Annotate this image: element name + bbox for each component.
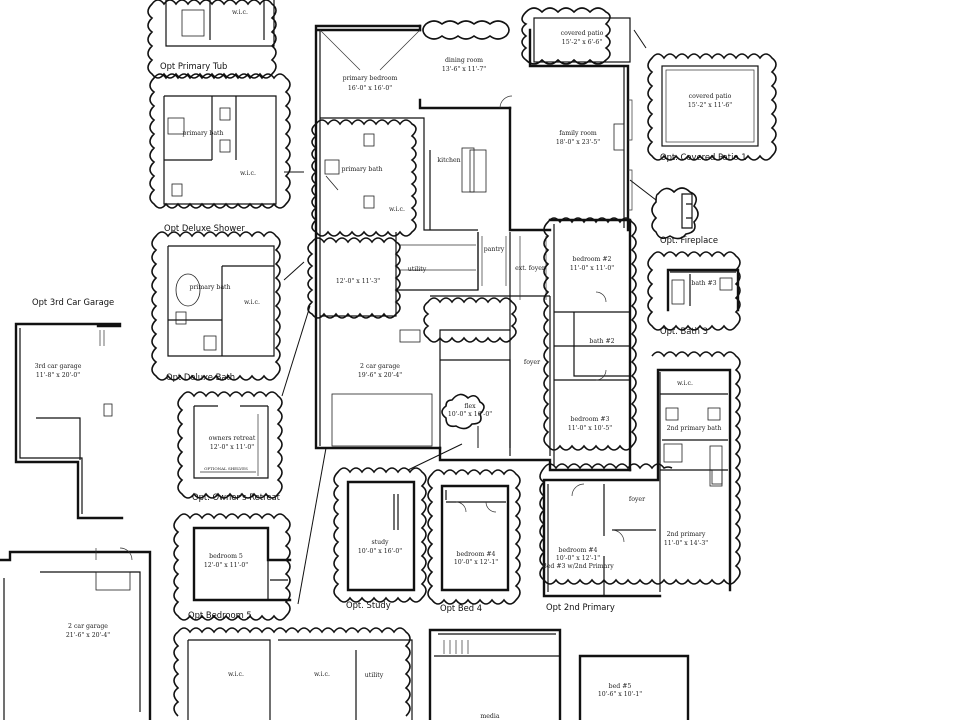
primary-bath-label: primary bath (342, 166, 383, 173)
bedroom4-opt-size: 10'-0" x 12'-1" (454, 559, 498, 566)
foyer-opt-label: foyer (629, 496, 645, 503)
wic-shower-label: w.i.c. (240, 170, 256, 177)
opt-deluxe-shower: primary bath w.i.c. (149, 73, 291, 209)
bedroom3-label: bedroom #3 (571, 416, 610, 423)
bedroom2-label: bedroom #2 (573, 256, 612, 263)
owners-retreat-size: 12'-0" x 11'-0" (210, 444, 254, 451)
wic-deluxe-label: w.i.c. (244, 299, 260, 306)
opt-primary-tub: w.i.c. (147, 0, 277, 79)
opt-bedroom5-label: Opt Bedroom 5 (188, 610, 252, 620)
bath3-label: bath #3 (691, 280, 716, 287)
second-primary-size: 11'-0" x 14'-3" (664, 540, 708, 547)
two-car-garage-alt-size: 21'-6" x 20'-4" (66, 632, 110, 639)
bedroom3-size: 11'-0" x 10'-5" (568, 425, 612, 432)
primary-bedroom-label: primary bedroom (343, 75, 398, 82)
flex-label: flex (464, 403, 476, 410)
opt-study: study 10'-0" x 16'-0" (333, 467, 427, 603)
dining-room-label: dining room (445, 57, 483, 64)
alt-two-car-garage: 2 car garage 21'-6" x 20'-4" (0, 547, 152, 720)
optional-shelves-label: OPTIONAL SHELVES (204, 466, 248, 471)
pantry-label: pantry (484, 246, 505, 253)
opt-owners-retreat-label: Opt. Owner's Retreat (192, 492, 281, 502)
wic-bottom1-label: w.i.c. (228, 671, 244, 678)
second-primary-label: 2nd primary (667, 531, 706, 538)
bath2-label: bath #2 (589, 338, 614, 345)
opt-owners-retreat: owners retreat 12'-0" x 11'-0" OPTIONAL … (177, 391, 283, 499)
family-room-label: family room (559, 130, 597, 137)
opt-fireplace (651, 187, 699, 240)
wic-bottom2-label: w.i.c. (314, 671, 330, 678)
second-primary-bath-label: 2nd primary bath (667, 425, 722, 432)
third-car-garage-size: 11'-8" x 20'-0" (36, 372, 80, 379)
wic-label: w.i.c. (389, 206, 405, 213)
main-house (314, 24, 633, 472)
covered-patio-main-size: 15'-2" x 6'-6" (562, 39, 603, 46)
opt-covered-patio1-label: Opt. Covered Patio 1 (660, 152, 747, 162)
retreat-size-label: 12'-0" x 11'-3" (336, 278, 380, 285)
opt-primary-tub-label: Opt Primary Tub (160, 61, 227, 71)
primary-bedroom-size: 16'-0" x 16'-0" (348, 85, 392, 92)
two-car-garage-label: 2 car garage (360, 363, 400, 370)
wic-label-tub: w.i.c. (232, 9, 248, 16)
opt-second-primary-label: Opt 2nd Primary (546, 602, 615, 612)
opt-second-primary: w.i.c. 2nd primary bath foyer bedroom #4… (539, 351, 741, 598)
third-car-garage-label: 3rd car garage (35, 363, 82, 370)
two-car-garage-size: 19'-6" x 20'-4" (358, 372, 402, 379)
covered-patio-main (533, 17, 631, 63)
opt-study-label: Opt. Study (346, 600, 391, 610)
kitchen-label: kitchen (437, 157, 460, 164)
foyer-label: foyer (524, 359, 540, 366)
opt-bath3: bath #3 (647, 251, 741, 331)
opt-third-car-garage: 3rd car garage 11'-8" x 20'-0" (14, 322, 124, 520)
opt-bath3-label: Opt. Bath 3 (660, 326, 708, 336)
bedroom4-opt-label: bedroom #4 (457, 551, 496, 558)
ext-foyer-label: ext. foyer (515, 265, 545, 272)
bedroom4-2nd-note: Bed #3 w/2nd Primary (542, 563, 614, 570)
family-room-size: 18'-0" x 23'-5" (556, 139, 600, 146)
bedroom4-2nd-label: bedroom #4 (559, 547, 598, 554)
primary-bath-shower-label: primary bath (183, 130, 224, 137)
opt-bed4: bedroom #4 10'-0" x 12'-1" (427, 469, 521, 605)
opt-deluxe-bath: primary bath w.i.c. (151, 231, 281, 381)
opt-bedroom5: bedroom 5 12'-0" x 11'-0" (173, 513, 292, 621)
covered-patio-opt-size: 15'-2" x 11'-6" (688, 102, 732, 109)
bottom-partial-plans: w.i.c. w.i.c. utility media bed #5 10'-6… (173, 627, 690, 720)
owners-retreat-label: owners retreat (209, 435, 256, 442)
study-size: 10'-0" x 16'-0" (358, 548, 402, 555)
covered-patio-opt-label: covered patio (689, 93, 732, 100)
bed5-label: bed #5 (609, 683, 632, 690)
opt-third-car-garage-label: Opt 3rd Car Garage (32, 297, 114, 307)
two-car-garage-alt-label: 2 car garage (68, 623, 108, 630)
bedroom4-2nd-size: 10'-0" x 12'-1" (556, 555, 600, 562)
media-label: media (480, 713, 499, 720)
option-clouds (307, 7, 637, 471)
flex-size: 10'-0" x 16'-0" (448, 411, 492, 418)
bedroom5-label: bedroom 5 (209, 553, 243, 560)
opt-deluxe-shower-label: Opt Deluxe Shower (164, 223, 245, 233)
opt-bed4-label: Opt Bed 4 (440, 603, 482, 613)
opt-deluxe-bath-label: Opt Deluxe Bath (166, 372, 235, 382)
bedroom5-size: 12'-0" x 11'-0" (204, 562, 248, 569)
utility-bottom-label: utility (365, 672, 384, 679)
utility-label: utility (408, 266, 427, 273)
opt-fireplace-label: Opt. Fireplace (660, 235, 718, 245)
primary-bath-deluxe-label: primary bath (190, 284, 231, 291)
opt-covered-patio1: covered patio 15'-2" x 11'-6" (647, 53, 777, 161)
bedroom2-size: 11'-0" x 11'-0" (570, 265, 614, 272)
wic-second-primary-label: w.i.c. (677, 380, 693, 387)
bed5-size: 10'-6" x 10'-1" (598, 691, 642, 698)
covered-patio-main-label: covered patio (561, 30, 604, 37)
dining-room-size: 13'-6" x 11'-7" (442, 66, 486, 73)
study-label: study (371, 539, 389, 546)
